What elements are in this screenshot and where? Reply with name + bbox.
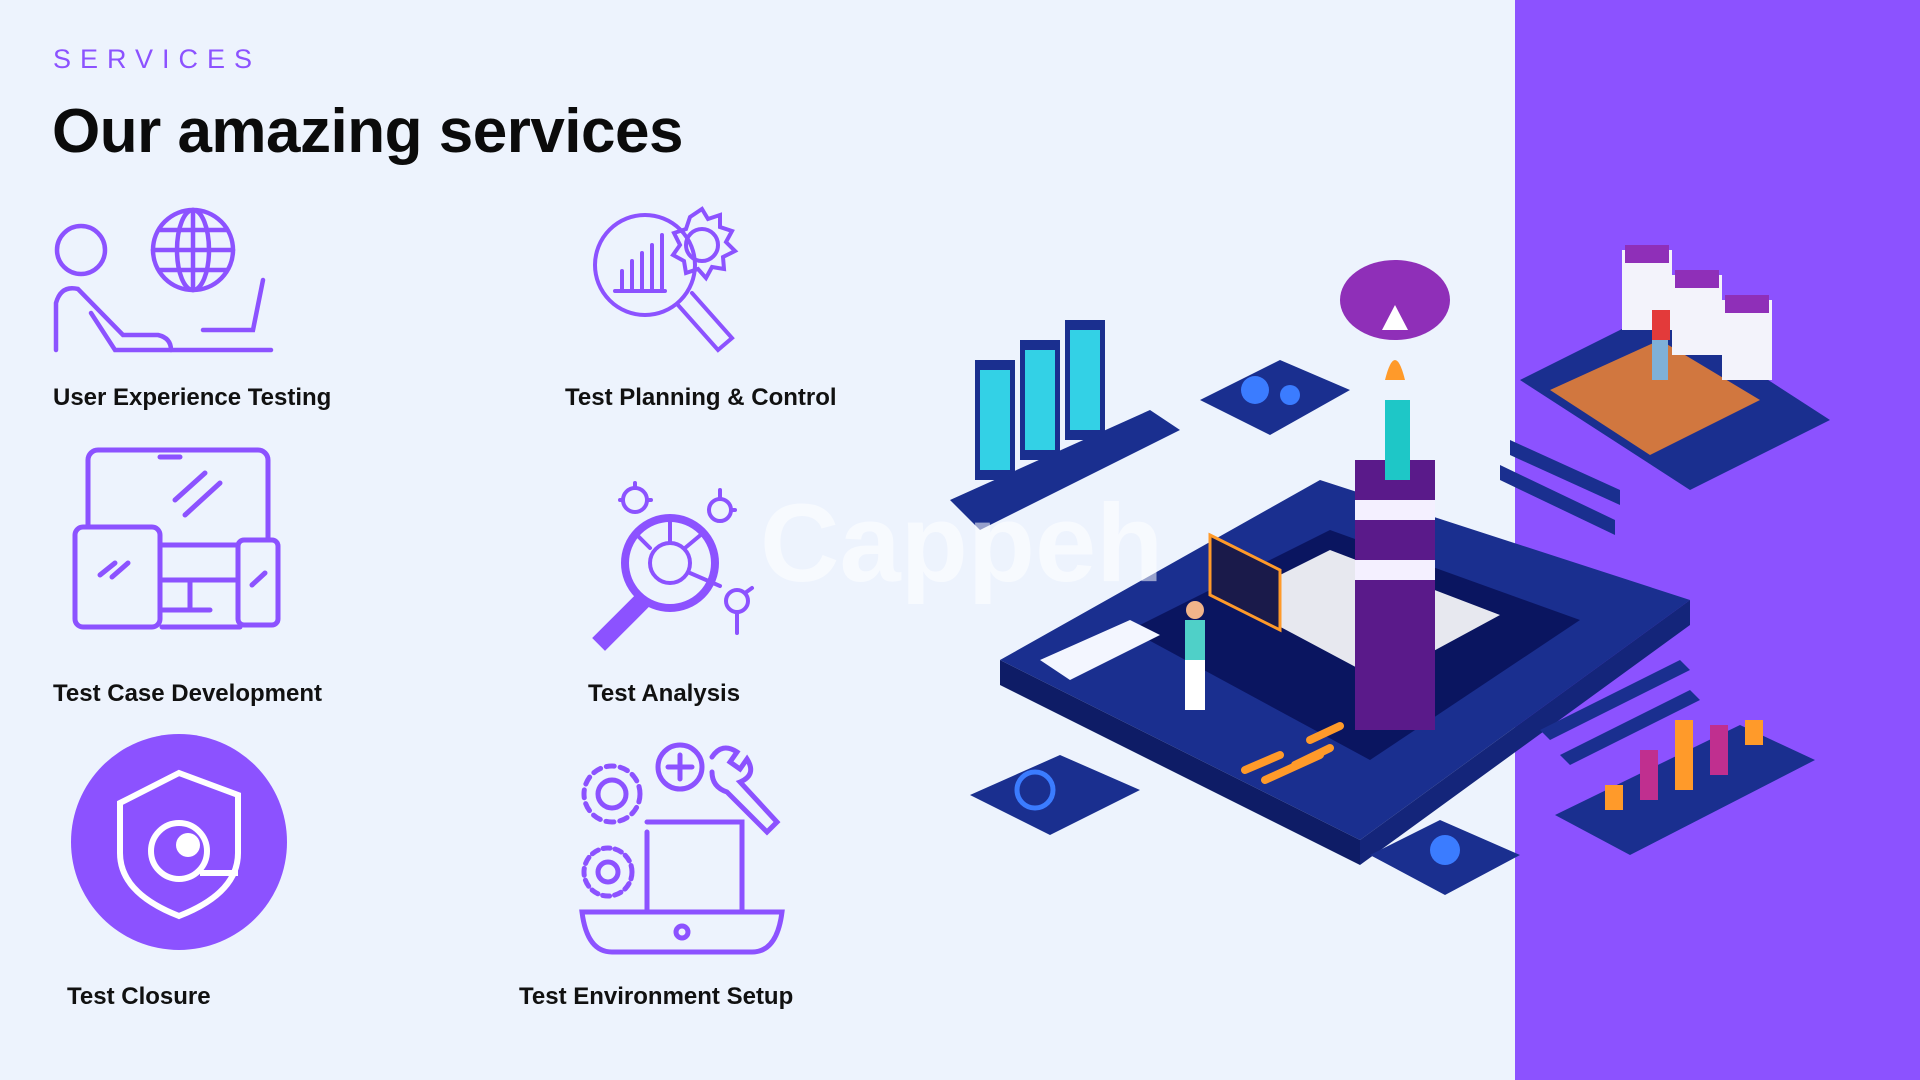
page-title: Our amazing services <box>52 97 683 166</box>
service-label: User Experience Testing <box>53 384 332 411</box>
laptop-gears-tools-icon <box>579 742 785 955</box>
isometric-testing-illustration <box>950 245 1830 895</box>
section-eyebrow: SERVICES <box>53 44 262 74</box>
magnifier-chart-gear-icon <box>593 206 739 353</box>
service-label: Test Closure <box>67 983 211 1010</box>
service-label: Test Environment Setup <box>519 983 794 1010</box>
service-label: Test Case Development <box>53 680 322 707</box>
multi-device-icon <box>72 447 281 630</box>
user-globe-laptop-icon <box>53 207 274 353</box>
service-label: Test Analysis <box>588 680 741 707</box>
magnifier-network-icon <box>592 481 754 651</box>
service-label: Test Planning & Control <box>565 384 837 411</box>
accent-panel <box>1515 0 1920 1080</box>
shield-badge-icon <box>71 734 287 950</box>
watermark: Cappeh <box>760 482 1164 605</box>
